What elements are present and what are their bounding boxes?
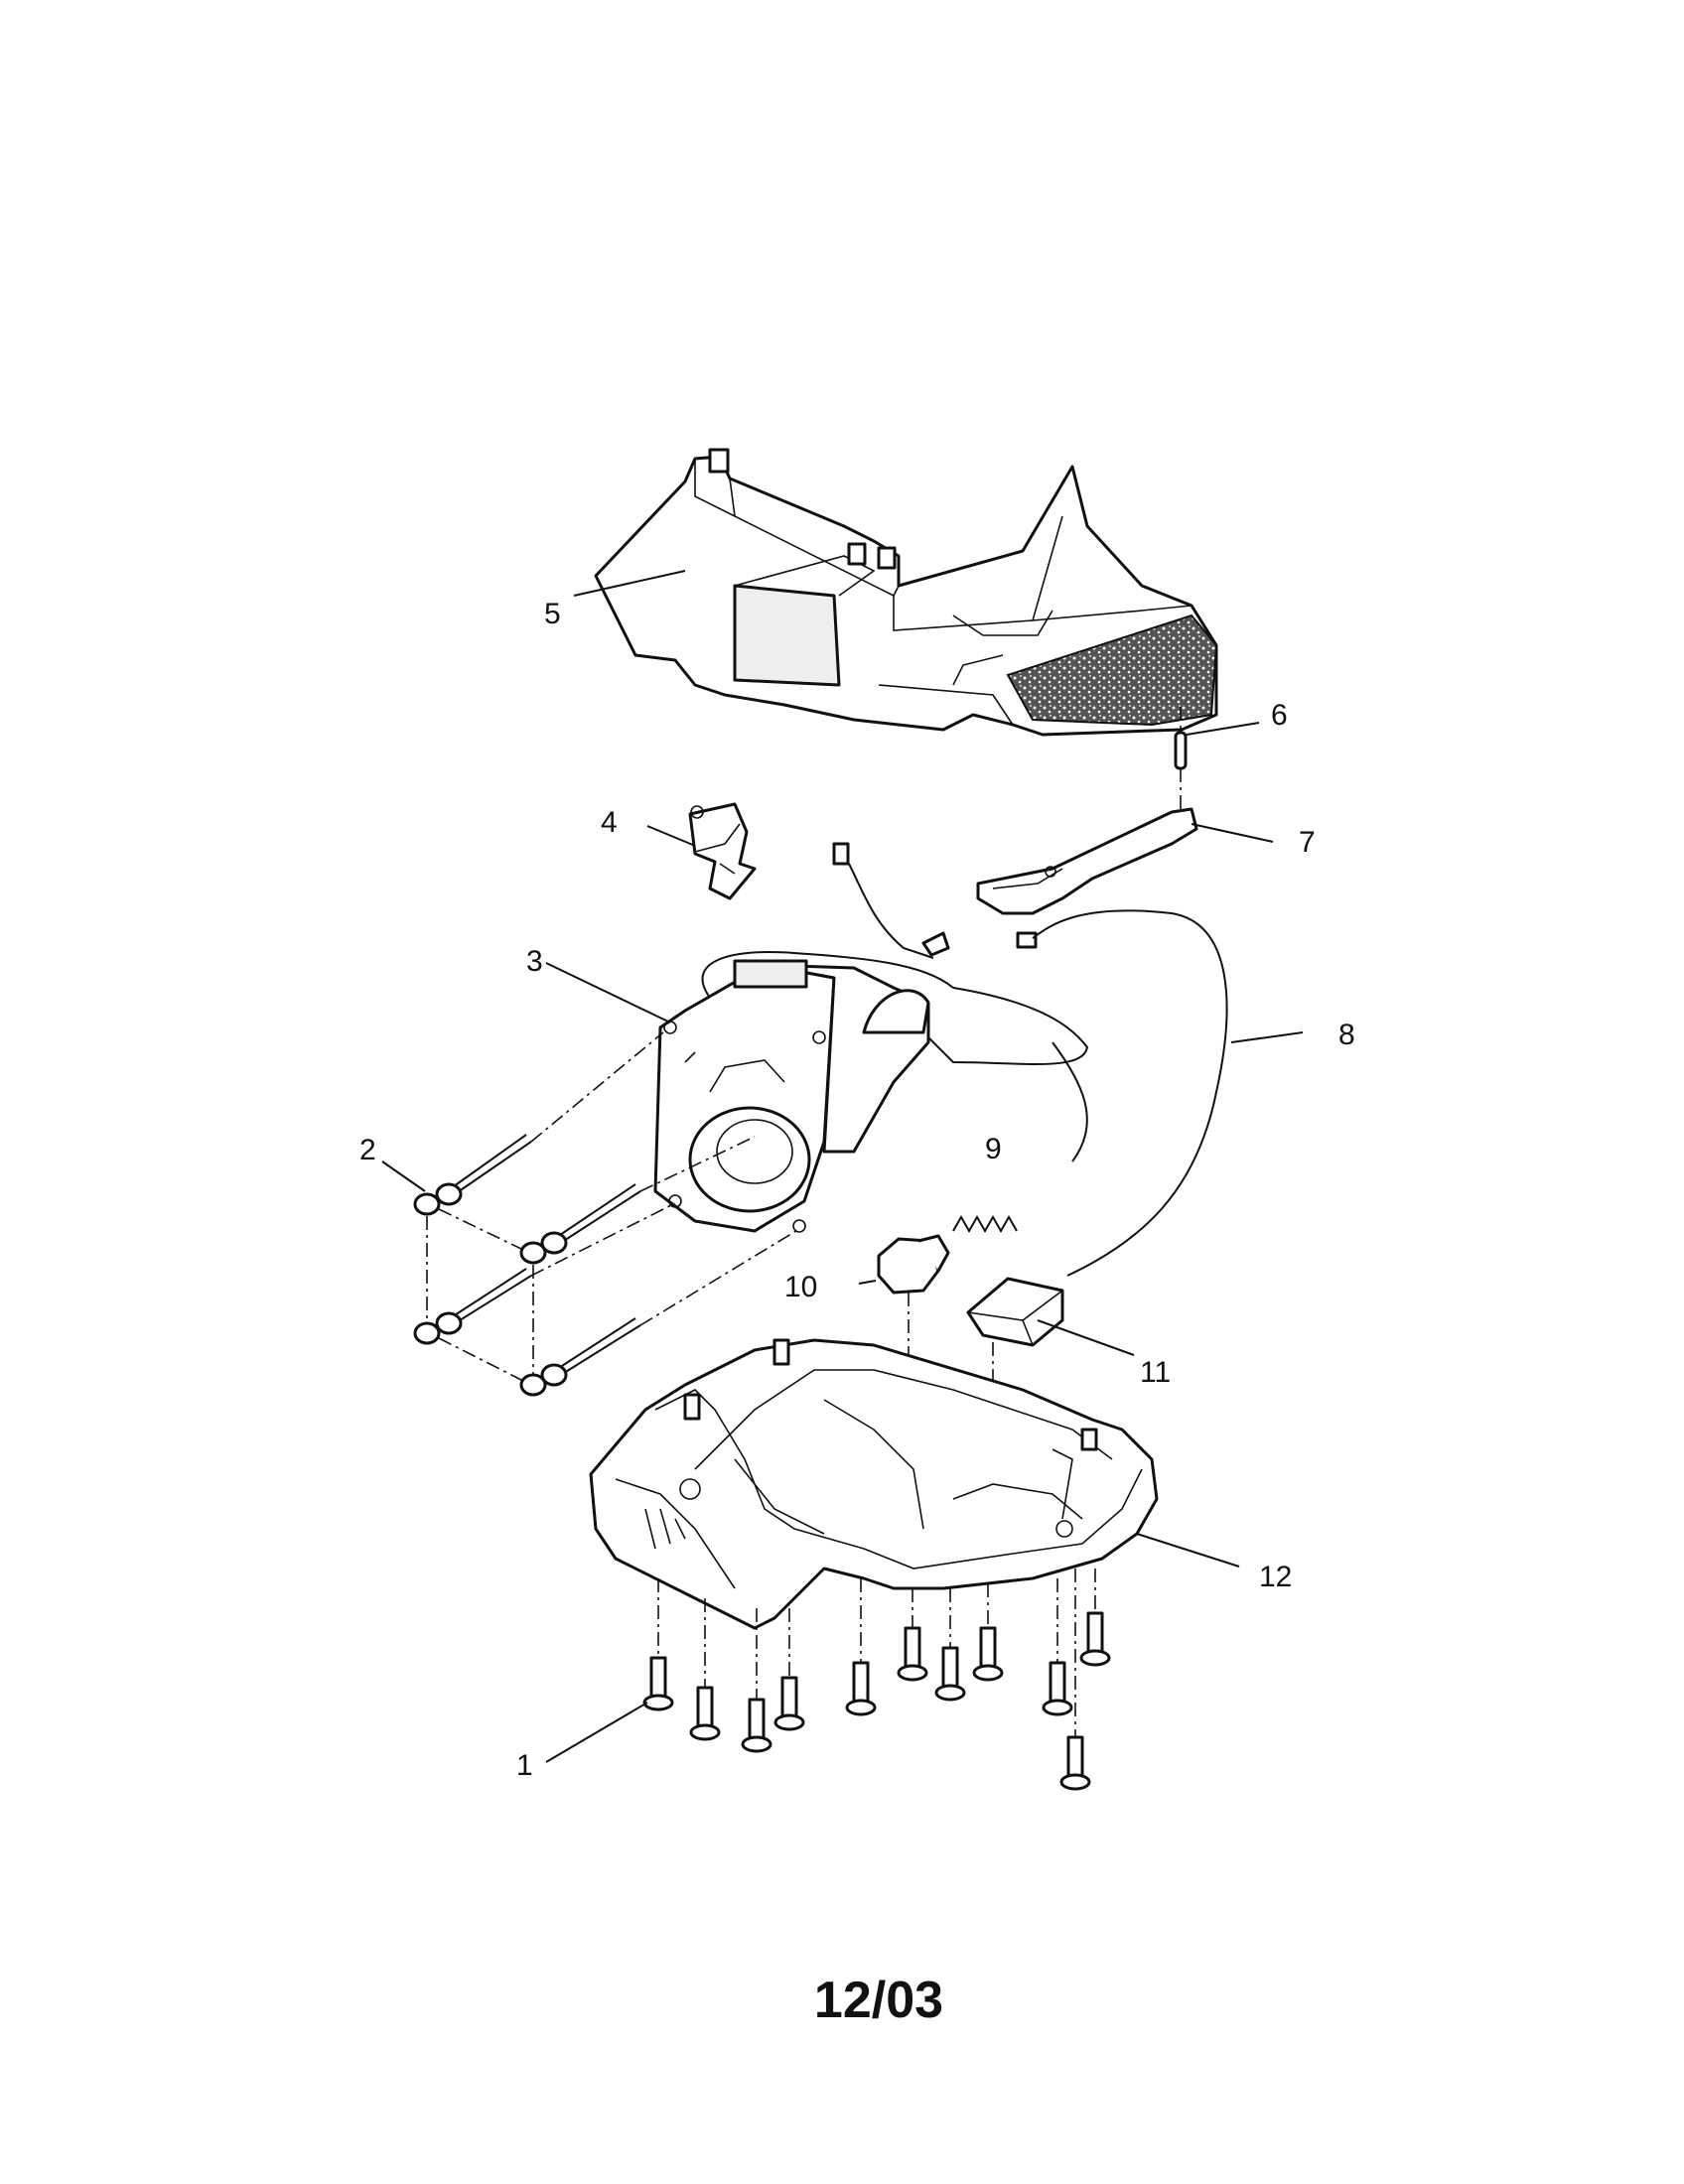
callout-7: 7 bbox=[1299, 826, 1316, 859]
callout-6: 6 bbox=[1271, 699, 1288, 732]
short-screw bbox=[845, 1578, 877, 1716]
callout-5: 5 bbox=[544, 598, 561, 630]
short-screw bbox=[972, 1583, 1004, 1682]
wire-part bbox=[1016, 909, 1228, 1277]
callout-2: 2 bbox=[359, 1134, 376, 1166]
pin-part bbox=[1174, 707, 1188, 809]
brush-clip-part bbox=[688, 802, 757, 900]
callout-1: 1 bbox=[516, 1749, 533, 1782]
leader-lines bbox=[381, 570, 1304, 1763]
short-screw bbox=[897, 1588, 928, 1682]
callout-4: 4 bbox=[601, 806, 618, 839]
short-screw bbox=[689, 1598, 721, 1741]
short-screw bbox=[741, 1608, 772, 1753]
short-screw bbox=[934, 1588, 966, 1702]
footer-date: 12/03 bbox=[814, 1972, 943, 2029]
short-screws-part bbox=[642, 1569, 1111, 1791]
long-screws-part bbox=[413, 1031, 800, 1397]
short-screw bbox=[642, 1578, 674, 1711]
spring-part bbox=[952, 1214, 1018, 1234]
trigger-lever-part bbox=[976, 807, 1198, 915]
long-screw bbox=[519, 1183, 641, 1265]
short-screw bbox=[1042, 1578, 1073, 1716]
short-screw bbox=[1059, 1569, 1091, 1791]
long-screw bbox=[519, 1317, 641, 1397]
callout-labels: 1 2 3 4 5 6 7 8 9 10 11 12 bbox=[359, 598, 1355, 1782]
short-screw bbox=[1079, 1569, 1111, 1667]
callout-11: 11 bbox=[1140, 1356, 1171, 1389]
motor-housing-part bbox=[653, 842, 1089, 1233]
callout-9: 9 bbox=[985, 1133, 1002, 1165]
base-housing-part bbox=[589, 1338, 1159, 1630]
callout-3: 3 bbox=[526, 945, 543, 978]
callout-10: 10 bbox=[784, 1271, 817, 1303]
short-screw bbox=[773, 1608, 805, 1731]
upper-housing-part bbox=[594, 448, 1218, 737]
long-screw bbox=[413, 1134, 532, 1216]
callout-8: 8 bbox=[1338, 1019, 1355, 1051]
callout-12: 12 bbox=[1259, 1561, 1292, 1593]
long-screw bbox=[413, 1268, 532, 1345]
